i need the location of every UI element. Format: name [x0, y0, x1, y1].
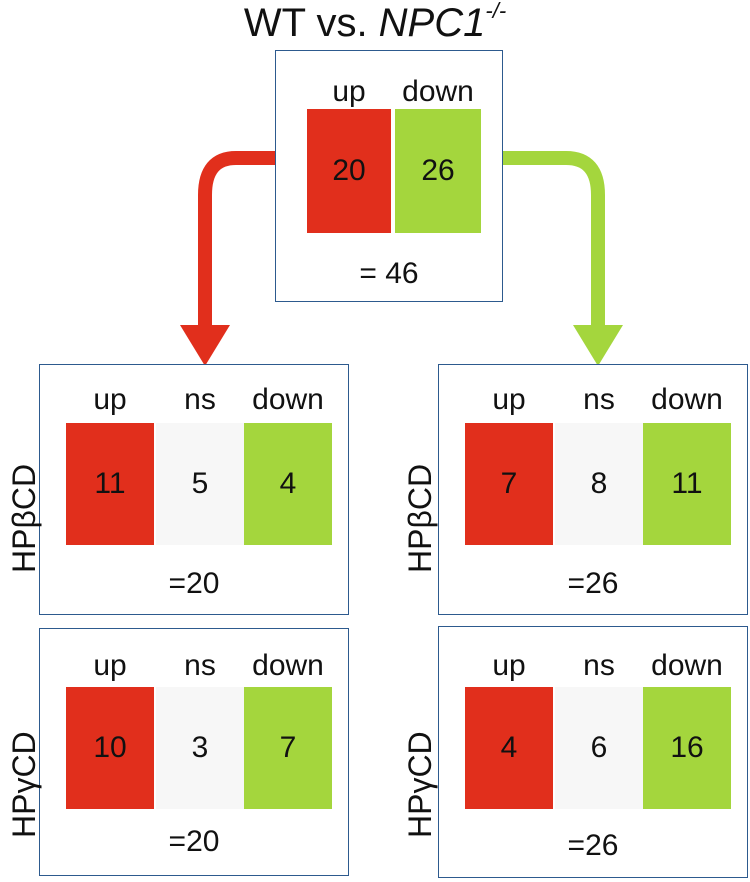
lg-ns-cell: 3: [156, 687, 244, 809]
panel-right-beta: up ns down 7 8 11 =26: [438, 364, 748, 615]
lb-ns-cell: 5: [156, 423, 244, 545]
lg-down-cell: 7: [244, 687, 332, 809]
top-panel: up down 20 26 = 46: [275, 50, 503, 302]
rg-up-cell: 4: [465, 687, 553, 809]
rb-up-label: up: [492, 383, 526, 416]
left-gamma-row-label: HPγCD: [6, 731, 42, 838]
lg-ns-label: ns: [184, 649, 216, 682]
top-up-cell: 20: [307, 109, 391, 233]
green-arrowhead: [573, 325, 623, 366]
diagram-title: WT vs. NPC1-/-: [0, 0, 750, 46]
lg-ns-value: 3: [191, 731, 209, 764]
top-up-label: up: [332, 75, 366, 108]
rb-down-label: down: [651, 383, 723, 416]
rb-up-cell: 7: [465, 423, 553, 545]
rb-down-value: 11: [671, 467, 703, 500]
left-beta-row-label: HPβCD: [6, 463, 42, 573]
rg-up-value: 4: [500, 731, 518, 764]
rg-down-cell: 16: [643, 687, 731, 809]
lg-up-cell: 10: [66, 687, 154, 809]
rg-ns-label: ns: [583, 649, 615, 682]
lb-down-cell: 4: [244, 423, 332, 545]
rg-down-label: down: [651, 649, 723, 682]
rg-up-label: up: [492, 649, 526, 682]
title-gene: NPC1: [378, 1, 486, 45]
title-prefix: WT vs.: [243, 1, 379, 45]
rb-ns-cell: 8: [555, 423, 643, 545]
right-beta-row-label: HPβCD: [402, 463, 438, 573]
lb-total: =20: [168, 567, 220, 600]
panel-right-gamma: up ns down 4 6 16 =26: [438, 626, 748, 878]
lg-down-label: down: [252, 649, 324, 682]
top-down-cell: 26: [395, 109, 481, 233]
red-arrow: [198, 151, 306, 325]
lb-up-cell: 11: [66, 423, 154, 545]
rb-up-value: 7: [500, 467, 518, 500]
lb-ns-value: 5: [191, 467, 209, 500]
rg-ns-value: 6: [590, 731, 608, 764]
top-up-value: 20: [332, 154, 366, 187]
rg-ns-cell: 6: [555, 687, 643, 809]
rb-ns-label: ns: [583, 383, 615, 416]
top-total: = 46: [359, 257, 419, 290]
rb-ns-value: 8: [590, 467, 608, 500]
rb-down-cell: 11: [643, 423, 731, 545]
red-arrowhead: [180, 325, 230, 366]
rg-down-value: 16: [670, 731, 704, 764]
panel-left-gamma: up ns down 10 3 7 =20: [39, 628, 349, 876]
lg-up-label: up: [93, 649, 127, 682]
lg-total: =20: [168, 825, 220, 858]
title-superscript: -/-: [485, 0, 507, 23]
lb-ns-label: ns: [184, 383, 216, 416]
top-down-label: down: [402, 75, 474, 108]
lb-up-value: 11: [94, 467, 126, 500]
rb-total: =26: [567, 567, 619, 600]
lb-down-label: down: [252, 383, 324, 416]
rg-total: =26: [567, 829, 619, 862]
top-down-value: 26: [421, 154, 455, 187]
lg-down-value: 7: [279, 731, 297, 764]
lg-up-value: 10: [93, 731, 127, 764]
lb-up-label: up: [93, 383, 127, 416]
right-gamma-row-label: HPγCD: [402, 731, 438, 838]
green-arrow: [486, 151, 605, 325]
panel-left-beta: up ns down 11 5 4 =20: [39, 364, 349, 615]
lb-down-value: 4: [279, 467, 297, 500]
